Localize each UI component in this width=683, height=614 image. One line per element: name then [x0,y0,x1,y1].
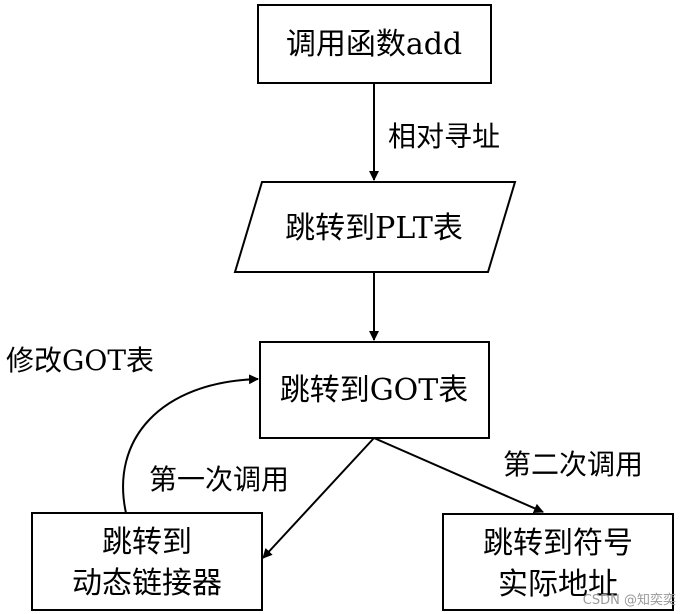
node-symbol-address-label-line1: 跳转到符号 [483,526,633,561]
node-jump-got-label: 跳转到GOT表 [280,373,469,408]
node-dynamic-linker-label-line1: 跳转到 [102,525,192,560]
node-jump-plt-label: 跳转到PLT表 [285,211,463,246]
node-call-add: 调用函数add [257,4,492,84]
edge-relative-addressing-label: 相对寻址 [388,120,500,153]
edge-first-call-label: 第一次调用 [149,463,289,496]
node-call-add-label: 调用函数add [286,27,462,62]
edge-second-call: 第二次调用 [373,437,643,513]
edge-second-call-label: 第二次调用 [503,448,643,481]
node-symbol-address: 跳转到符号 实际地址 [442,513,674,611]
edge-first-call: 第一次调用 [149,437,375,559]
node-jump-plt: 跳转到PLT表 [233,181,517,273]
node-dynamic-linker-label-line2: 动态链接器 [72,566,222,601]
edge-modify-got: 修改GOT表 [6,344,259,514]
node-symbol-address-label-line2: 实际地址 [498,567,618,602]
node-dynamic-linker: 跳转到 动态链接器 [31,512,263,611]
edge-modify-got-label: 修改GOT表 [6,344,154,377]
node-jump-got: 跳转到GOT表 [259,341,490,439]
edge-call-to-plt: 相对寻址 [369,83,500,181]
watermark-text: CSDN @知奕奕 [583,592,676,608]
